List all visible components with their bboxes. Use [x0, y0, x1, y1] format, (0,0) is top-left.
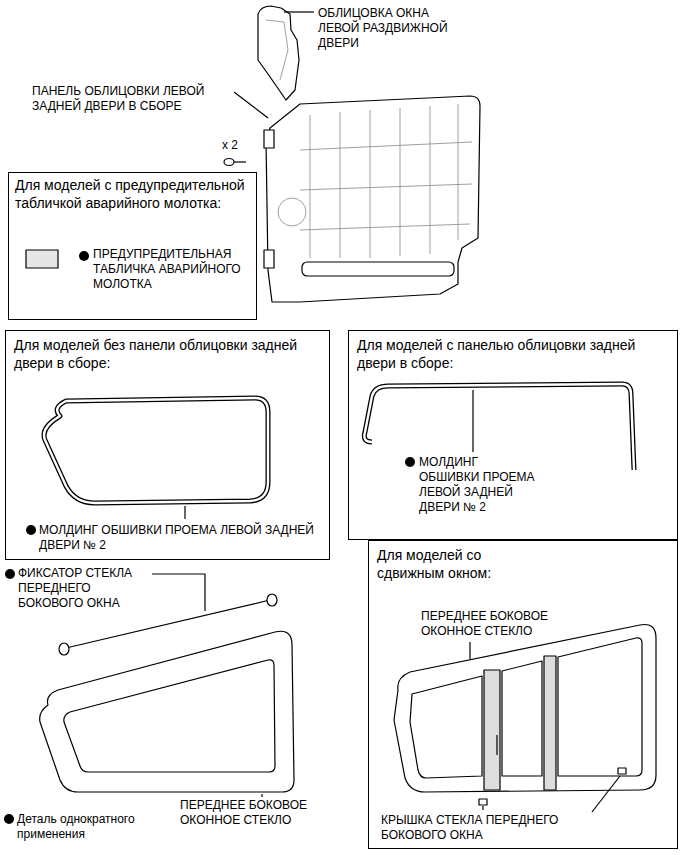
leader-line — [184, 506, 185, 519]
leader-line — [152, 574, 205, 611]
part-name: ФИКСАТОР СТЕКЛА ПЕРЕДНЕГО БОКОВОГО ОКНА — [18, 566, 150, 611]
part-name: ПЕРЕДНЕЕ БОКОВОЕ ОКОННОЕ СТЕКЛО — [421, 609, 591, 639]
glass-cover — [618, 768, 626, 774]
leader-line — [592, 776, 620, 812]
legend-text: Деталь однократного применения — [17, 812, 177, 842]
window-trim — [258, 6, 299, 100]
glass-cover — [479, 799, 487, 805]
sliding-window-glass — [394, 625, 656, 805]
molding-loop — [44, 398, 268, 503]
condition-heading: Для моделей с предупредительной табличко… — [15, 177, 250, 212]
part-name: МОЛДИНГ ОБШИВКИ ПРОЕМА ЛЕВОЙ ЗАДНЕЙ ДВЕР… — [419, 455, 541, 515]
side-window-glass — [40, 631, 294, 792]
trim-panel — [266, 96, 480, 302]
part-name: ПРЕДУПРЕДИТЕЛЬНАЯ ТАБЛИЧКА АВАРИЙНОГО МО… — [93, 247, 251, 292]
part-name: ОБЛИЦОВКА ОКНА ЛЕВОЙ РАЗДВИЖНОЙ ДВЕРИ — [318, 6, 468, 51]
condition-box: Для моделей без панели облицовки задней … — [5, 330, 330, 560]
leader-line — [482, 806, 483, 810]
quantity: x 2 — [222, 138, 262, 153]
condition-box: Для моделей с панелью облицовки задней д… — [348, 330, 678, 540]
part-name: МОЛДИНГ ОБШИВКИ ПРОЕМА ЛЕВОЙ ЗАДНЕЙ ДВЕР… — [39, 523, 324, 553]
leader-line — [472, 390, 473, 452]
condition-box: Для моделей со сдвижным окном: ПЕРЕДНЕЕ Б… — [368, 540, 678, 849]
condition-box: Для моделей с предупредительной табличко… — [8, 172, 257, 320]
warning-plate — [26, 250, 58, 268]
leader-line — [234, 92, 268, 118]
part-name: ПАНЕЛЬ ОБЛИЦОВКИ ЛЕВОЙ ЗАДНЕЙ ДВЕРИ В СБ… — [32, 84, 227, 114]
leader-line — [284, 11, 314, 12]
condition-heading: Для моделей без панели облицовки задней … — [14, 337, 319, 372]
screw-symbol — [224, 159, 246, 166]
leader-line — [261, 794, 262, 797]
single-use-mark — [4, 251, 415, 824]
part-name: ПЕРЕДНЕЕ БОКОВОЕ ОКОННОЕ СТЕКЛО — [180, 798, 310, 828]
leader-line — [469, 642, 470, 659]
part-name: КРЫШКА СТЕКЛА ПЕРЕДНЕГО БОКОВОГО ОКНА — [381, 813, 621, 843]
molding-arc — [364, 384, 634, 470]
condition-heading: Для моделей со сдвижным окном: — [377, 547, 537, 582]
condition-heading: Для моделей с панелью облицовки задней д… — [357, 337, 667, 372]
